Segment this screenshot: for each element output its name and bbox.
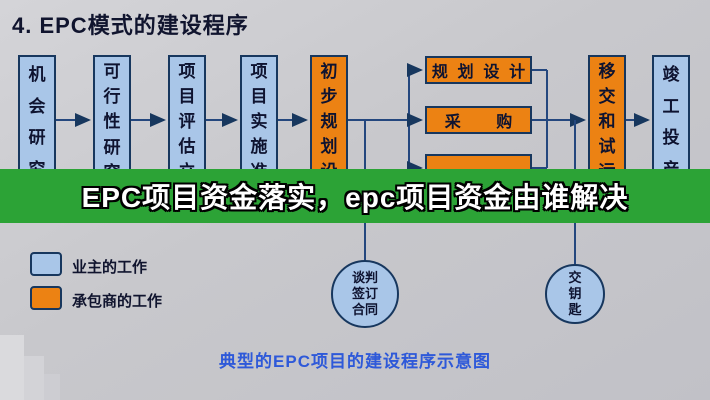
stage-box-completion: 竣工投产 (652, 55, 690, 185)
background-silhouette (24, 356, 44, 400)
legend-swatch-contractor (30, 286, 62, 310)
headline-text: EPC项目资金落实，epc项目资金由谁解决 (81, 182, 629, 213)
headline-banner: EPC项目资金落实，epc项目资金由谁解决 (0, 169, 710, 223)
stage-box-project-evaluation: 项目评估立项 (168, 55, 206, 206)
stage-box-feasibility-study: 可行性研究 (93, 55, 131, 185)
background-silhouette (44, 374, 60, 400)
stage-box-handover-trial-run: 移交和试运行 (588, 55, 626, 206)
background-silhouette (0, 335, 24, 400)
stage-box-implementation-prep: 项目实施准备 (240, 55, 278, 206)
stage-box-opportunity-study: 机会研究 (18, 55, 56, 185)
parallel-box-procurement: 采购 (425, 106, 532, 134)
milestone-turnkey: 交 钥 匙 (545, 264, 605, 324)
stage-box-preliminary-design: 初步规划设计 (310, 55, 348, 206)
legend-label-owner: 业主的工作 (72, 259, 148, 276)
slide-title: 4. EPC模式的建设程序 (12, 13, 249, 38)
diagram-caption: 典型的EPC项目的建设程序示意图 (219, 352, 491, 371)
parallel-box-planning-design: 规划设计 (425, 56, 532, 84)
milestone-negotiate-sign-contract: 谈判 签订 合同 (331, 260, 399, 328)
legend-swatch-owner (30, 252, 62, 276)
legend-label-contractor: 承包商的工作 (72, 293, 163, 310)
